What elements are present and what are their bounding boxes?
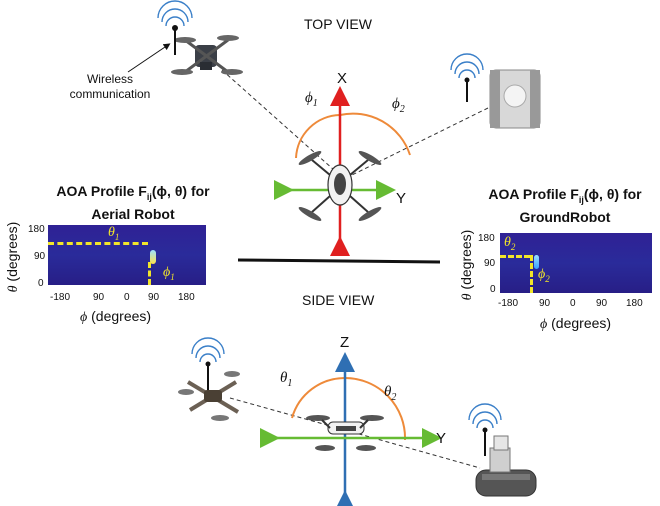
wifi-signal-icon: [450, 53, 484, 102]
theta2-symbol: θ: [384, 384, 392, 400]
aerial-ytick-90: 90: [34, 251, 46, 262]
link-line-ground: [351, 107, 489, 176]
x-axis-label: X: [337, 70, 348, 87]
wireless-label: Wireless communication: [60, 72, 160, 102]
aerial-xlabel: ϕ (degrees): [80, 308, 151, 326]
y-axis-label-top: Y: [396, 190, 407, 207]
ground-profile-title-line2: GroundRobot: [519, 208, 611, 225]
phi2-arc: [339, 112, 411, 156]
ground-xlabel-unit: (degrees): [551, 315, 612, 331]
ground-theta-dashline: [500, 255, 530, 258]
ground-xtick-1: 90: [539, 298, 551, 309]
ground-title-sub: ij: [578, 194, 584, 205]
phi1-symbol: ϕ: [305, 90, 313, 106]
aerial-theta-dashline: [48, 242, 148, 245]
side-view-title: SIDE VIEW: [302, 292, 375, 308]
aerial-xlabel-phi: ϕ: [80, 310, 88, 325]
z-axis-label: Z: [340, 334, 350, 351]
aerial-xtick-4: 180: [178, 292, 195, 303]
wireless-pointer-arrow: [127, 43, 171, 73]
aerial-xtick-1: 90: [93, 292, 105, 303]
aerial-xtick-2: 0: [124, 292, 130, 303]
ground-title-prefix: AOA Profile F: [488, 186, 579, 202]
quadcopter-icon: [306, 415, 384, 451]
ground-title-args: (ϕ, θ) for: [583, 186, 642, 202]
aerial-heatmap: θ1 ϕ1: [48, 225, 206, 285]
ground-xtick-4: 180: [626, 298, 643, 309]
theta2-sub: 2: [391, 392, 397, 403]
theta2-label: θ2: [384, 384, 396, 403]
ground-xtick-2: 0: [570, 298, 576, 309]
ground-xlabel-phi: ϕ: [540, 317, 548, 332]
ground-ylabel: θ (degrees): [458, 210, 476, 320]
ground-xlabel: ϕ (degrees): [540, 315, 611, 333]
aerial-theta-mark: θ1: [108, 225, 120, 242]
aerial-phi-mark: ϕ1: [163, 265, 175, 282]
aerial-ytick-180: 180: [28, 224, 45, 235]
aerial-ylabel: θ (degrees): [4, 202, 22, 312]
theta1-label: θ1: [280, 370, 292, 389]
aerial-profile-title-line1: AOA Profile Fij(ϕ, θ) for: [38, 183, 228, 206]
top-view-title: TOP VIEW: [304, 16, 372, 32]
ground-ylabel-theta: θ: [460, 293, 475, 301]
view-divider: [237, 258, 441, 264]
aerial-profile-title-line2: Aerial Robot: [91, 205, 175, 222]
ground-theta-mark: θ2: [504, 235, 516, 252]
ground-heatmap: θ2 ϕ2: [500, 233, 652, 293]
ground-phi-dashline: [530, 255, 533, 293]
aerial-phi-dashline: [148, 262, 151, 285]
aerial-xtick-0: -180: [50, 292, 71, 303]
phi1-sub: 1: [312, 98, 318, 109]
quadcopter-icon: [298, 151, 382, 221]
ground-ytick-90: 90: [484, 258, 496, 269]
aerial-title-prefix: AOA Profile F: [56, 183, 147, 199]
phi2-symbol: ϕ: [392, 96, 400, 112]
ground-xtick-3: 90: [596, 298, 608, 309]
theta1-symbol: θ: [280, 370, 288, 386]
phi2-label: ϕ2: [392, 96, 405, 115]
ground-phi-mark: ϕ2: [538, 267, 550, 284]
aerial-ytick-0: 0: [38, 278, 44, 289]
phi2-sub: 2: [399, 104, 405, 115]
aerial-profile-title: AOA Profile Fij(ϕ, θ) for Aerial Robot: [38, 183, 228, 223]
wifi-signal-icon: [191, 337, 225, 390]
aerial-drone-icon: [178, 371, 240, 421]
theta1-sub: 1: [287, 378, 293, 389]
aerial-peak: [150, 250, 156, 264]
ground-ytick-0: 0: [490, 284, 496, 295]
wireless-label-line2: communication: [69, 87, 151, 101]
phi1-label: ϕ1: [305, 90, 318, 109]
ground-profile-title-line1: AOA Profile Fij(ϕ, θ) for: [470, 186, 660, 209]
wifi-signal-icon: [468, 403, 502, 456]
wifi-signal-icon: [157, 0, 193, 55]
ground-ylabel-unit: (degrees): [458, 229, 474, 290]
aerial-ylabel-theta: θ: [6, 285, 21, 293]
ground-xtick-0: -180: [498, 298, 519, 309]
y-axis-label-side: Y: [436, 430, 447, 447]
aerial-title-sub: ij: [146, 191, 152, 202]
ground-robot-icon: [489, 69, 541, 129]
theta1-arc: [291, 376, 346, 419]
tracked-robot-icon: [475, 435, 537, 497]
aerial-title-args: (ϕ, θ) for: [151, 183, 210, 199]
ground-peak: [534, 255, 539, 269]
aerial-drone-icon: [171, 35, 243, 75]
ground-profile-title: AOA Profile Fij(ϕ, θ) for GroundRobot: [470, 186, 660, 226]
aerial-xtick-3: 90: [148, 292, 160, 303]
wireless-label-line1: Wireless: [86, 72, 133, 86]
aerial-ylabel-unit: (degrees): [4, 221, 20, 282]
aerial-xlabel-unit: (degrees): [91, 308, 152, 324]
ground-ytick-180: 180: [478, 233, 495, 244]
